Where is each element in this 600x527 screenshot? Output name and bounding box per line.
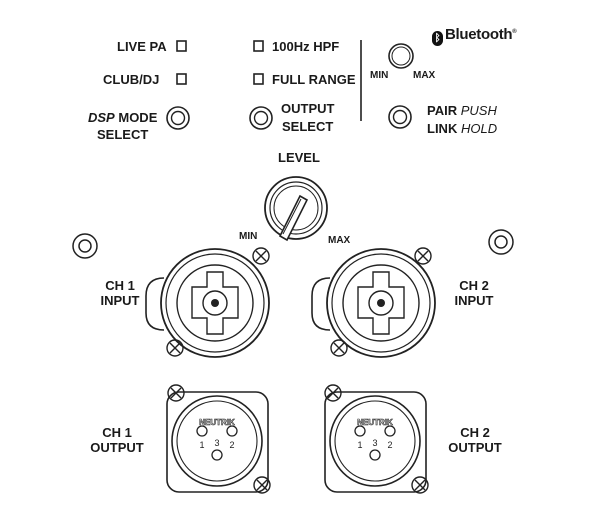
ch1-output-label-line1: CH 1	[102, 425, 132, 440]
ch2-output-brand: NEUTRIK	[357, 418, 393, 427]
ch1-input-label-line2: INPUT	[100, 293, 140, 308]
ch2-input-label-line1: CH 2	[459, 278, 489, 293]
ch1-output-label: CH 1 OUTPUT	[82, 425, 152, 455]
club-dj-label: CLUB/DJ	[103, 72, 160, 87]
dsp-mode-label: DSP MODE	[88, 110, 157, 125]
ch1-input-screw-top	[252, 247, 270, 265]
ch1-output-screw-bottom	[253, 476, 271, 494]
output-label: OUTPUT	[281, 101, 335, 116]
right-panel-screw	[488, 229, 514, 255]
ch2-output-pin2: 2	[387, 440, 392, 450]
dsp-mode-dsp-word: DSP	[88, 110, 115, 125]
link-word: LINK	[427, 121, 458, 136]
ch1-output-pin2: 2	[229, 440, 234, 450]
ch1-output-brand: NEUTRIK	[199, 418, 235, 427]
push-word: PUSH	[460, 103, 497, 118]
bluetooth-icon: ᛒ	[432, 31, 443, 46]
ch1-input-label: CH 1 INPUT	[90, 278, 150, 308]
pair-label: PAIR PUSH	[427, 103, 497, 118]
bluetooth-max-label: MAX	[413, 70, 436, 81]
level-knob[interactable]	[264, 176, 328, 242]
ch2-output-label-line1: CH 2	[460, 425, 490, 440]
ch1-output-screw-top	[167, 384, 185, 402]
ch2-output-screw-bottom	[411, 476, 429, 494]
full-range-label: FULL RANGE	[272, 72, 356, 87]
ch1-output-pin1: 1	[199, 440, 204, 450]
ch2-input-combo-jack[interactable]	[311, 248, 436, 358]
ch2-input-label-line2: INPUT	[454, 293, 494, 308]
bluetooth-volume-knob[interactable]	[388, 43, 414, 69]
live-pa-label: LIVE PA	[117, 39, 167, 54]
output-select-label: SELECT	[282, 119, 334, 134]
ch2-output-label-line2: OUTPUT	[448, 440, 502, 455]
ch2-output-xlr-jack[interactable]	[324, 391, 427, 493]
level-title: LEVEL	[278, 150, 320, 165]
ch1-output-xlr-jack[interactable]	[166, 391, 269, 493]
ch2-input-screw-bottom	[330, 339, 348, 357]
hpf-label: 100Hz HPF	[272, 39, 340, 54]
hold-word: HOLD	[460, 121, 498, 136]
bluetooth-min-label: MIN	[370, 70, 389, 81]
ch2-output-screw-top	[324, 384, 342, 402]
ch2-output-pin3: 3	[372, 438, 377, 448]
ch2-input-screw-top	[414, 247, 432, 265]
ch2-output-label: CH 2 OUTPUT	[440, 425, 510, 455]
ch1-output-pin3: 3	[214, 438, 219, 448]
live-pa-led	[176, 40, 187, 52]
dsp-select-label: SELECT	[97, 127, 149, 142]
full-range-led	[253, 73, 264, 85]
level-max-label: MAX	[328, 235, 351, 246]
bluetooth-registered-mark: ®	[512, 29, 517, 35]
dsp-mode-select-button[interactable]	[166, 106, 190, 130]
left-panel-screw	[72, 233, 98, 259]
ch1-input-label-line1: CH 1	[105, 278, 135, 293]
pair-link-button[interactable]	[388, 105, 412, 129]
link-label: LINK HOLD	[427, 121, 497, 136]
level-min-label: MIN	[239, 231, 258, 242]
pair-word: PAIR	[427, 103, 458, 118]
ch1-input-screw-bottom	[166, 339, 184, 357]
ch2-output-pin1: 1	[357, 440, 362, 450]
ch1-output-label-line2: OUTPUT	[90, 440, 144, 455]
ch2-input-label: CH 2 INPUT	[444, 278, 504, 308]
bluetooth-logo-text: Bluetooth	[445, 26, 513, 43]
dsp-mode-mode-word: MODE	[118, 110, 158, 125]
output-select-button[interactable]	[249, 106, 273, 130]
club-dj-led	[176, 73, 187, 85]
hpf-led	[253, 40, 264, 52]
ch1-input-combo-jack[interactable]	[145, 248, 270, 358]
